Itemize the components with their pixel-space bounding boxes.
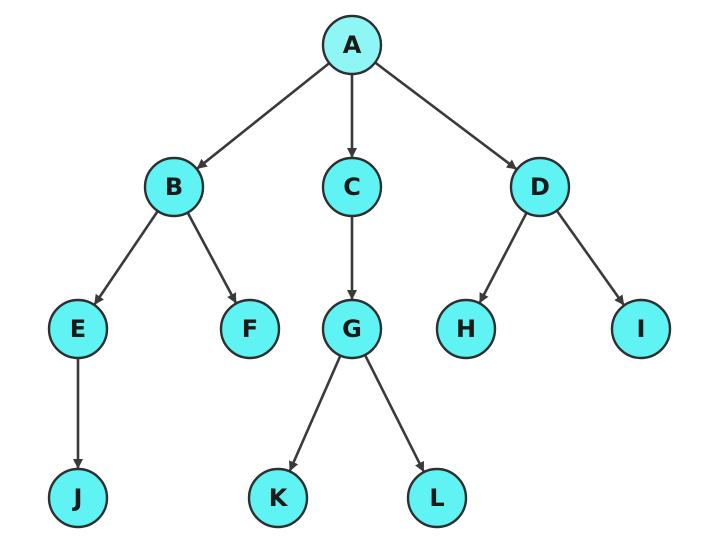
node-h: H [435,298,497,360]
node-e: E [47,298,109,360]
node-circle [509,156,571,218]
node-c: C [321,156,383,218]
node-a: A [321,14,383,76]
node-label: B [165,173,183,201]
node-circle [321,156,383,218]
node-label: H [456,315,476,343]
node-label: D [530,173,550,201]
node-circle [406,467,468,529]
node-circle [321,14,383,76]
node-l: L [406,467,468,529]
edge-a-b [196,62,331,170]
node-k: K [247,467,309,529]
node-circle [47,467,109,529]
node-j: J [47,467,109,529]
node-i: I [610,298,672,360]
node-circle [219,298,281,360]
edges-layer [73,61,625,473]
node-b: B [143,156,205,218]
edge-a-d [374,61,517,170]
node-circle [435,298,497,360]
node-label: K [269,484,289,512]
edge-b-e [93,210,159,305]
node-d: D [509,156,571,218]
node-circle [47,298,109,360]
node-label: F [242,315,258,343]
node-label: E [70,315,86,343]
edge-d-h [478,212,528,304]
edge-d-i [555,209,625,306]
node-f: F [219,298,281,360]
node-circle [143,156,205,218]
node-circle [610,298,672,360]
node-label: L [429,484,444,512]
node-label: I [637,315,646,343]
nodes-layer: A B C D E F G H I J K L [47,14,672,529]
node-g: G [321,298,383,360]
node-label: J [72,484,83,512]
node-label: C [343,173,361,201]
edge-b-f [186,211,237,304]
edge-g-l [363,354,425,473]
node-label: G [342,315,362,343]
node-label: A [343,31,362,59]
node-circle [247,467,309,529]
node-circle [321,298,383,360]
edge-g-k [288,355,342,472]
